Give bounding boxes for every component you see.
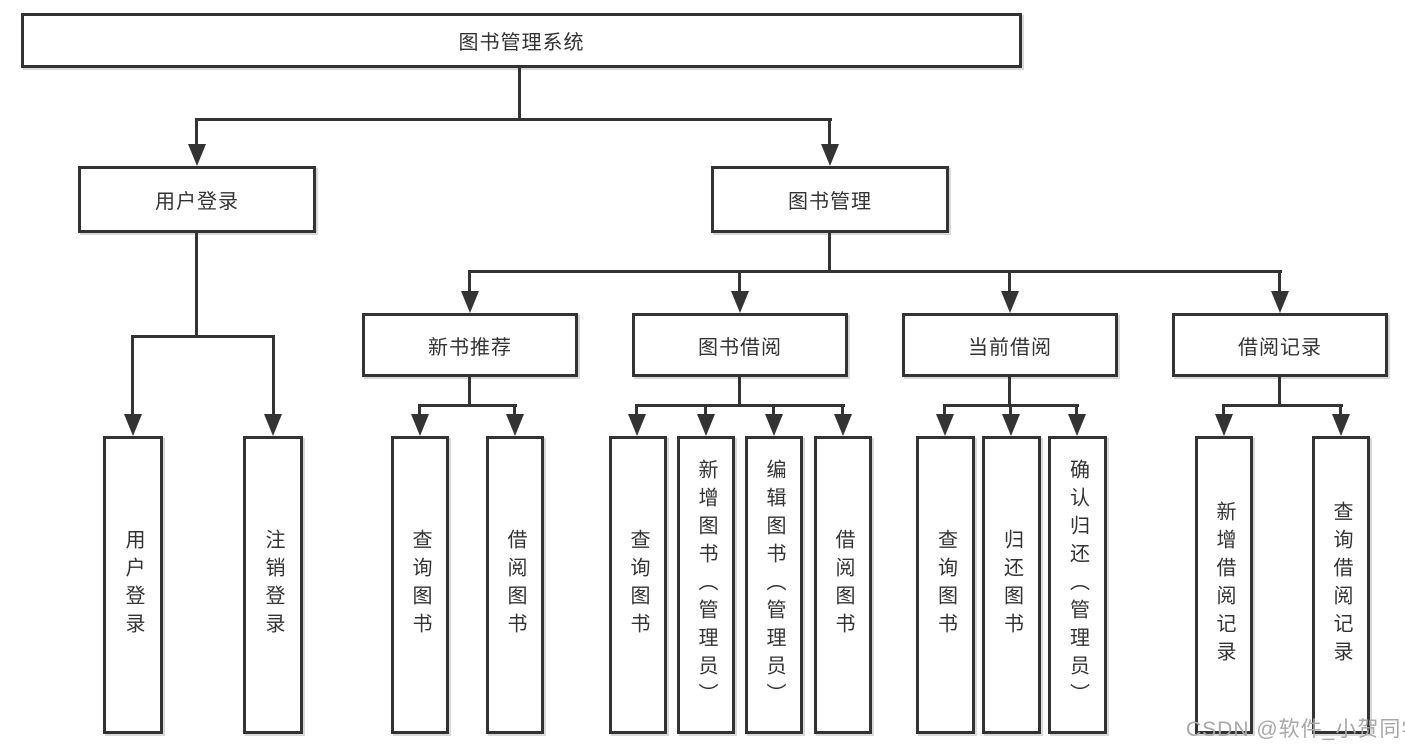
- arrow-down-icon: [821, 144, 839, 166]
- line: [418, 404, 421, 416]
- leaf-query-borrow-record: 查询借阅记录: [1312, 436, 1370, 734]
- csdn-watermark: CSDN @软件_小贺同学: [1186, 718, 1405, 741]
- node-label: 新增借阅记录: [1213, 501, 1235, 669]
- node-label: 查询借阅记录: [1330, 501, 1352, 669]
- line: [195, 118, 832, 121]
- node-label: 新增图书（管理员）: [695, 459, 717, 711]
- line: [1075, 404, 1078, 416]
- arrow-down-icon: [1068, 414, 1086, 436]
- line: [1008, 270, 1011, 293]
- node-label: 借阅记录: [1238, 336, 1322, 359]
- arrow-down-icon: [765, 414, 783, 436]
- line: [195, 233, 198, 337]
- arrow-down-icon: [264, 414, 282, 436]
- line: [468, 377, 471, 406]
- leaf-return-book: 归还图书: [982, 436, 1041, 734]
- arrow-down-icon: [1215, 414, 1233, 436]
- line: [1278, 270, 1281, 293]
- arrow-down-icon: [834, 414, 852, 436]
- line: [772, 404, 775, 416]
- node-label: 注销登录: [262, 529, 284, 641]
- line: [1008, 377, 1011, 406]
- line: [513, 404, 516, 416]
- node-new-book-recommend: 新书推荐: [362, 313, 578, 377]
- line: [635, 404, 845, 407]
- leaf-query-books-recommend: 查询图书: [391, 436, 449, 734]
- line: [131, 335, 134, 416]
- line: [272, 335, 275, 416]
- line: [1339, 404, 1342, 416]
- line: [468, 270, 471, 293]
- leaf-query-books-borrow: 查询图书: [609, 436, 667, 734]
- leaf-logout: 注销登录: [243, 436, 303, 734]
- line: [828, 233, 831, 272]
- node-label: 图书借阅: [698, 336, 782, 359]
- node-label: 用户登录: [122, 529, 144, 641]
- leaf-add-borrow-record: 新增借阅记录: [1195, 436, 1253, 734]
- node-book-borrow: 图书借阅: [632, 313, 848, 377]
- leaf-add-book-admin: 新增图书（管理员）: [677, 436, 735, 734]
- line: [1009, 404, 1012, 416]
- arrow-down-icon: [411, 414, 429, 436]
- line: [828, 118, 831, 146]
- leaf-confirm-return-admin: 确认归还（管理员）: [1048, 436, 1107, 734]
- line: [518, 68, 521, 120]
- line: [1278, 377, 1281, 406]
- arrow-down-icon: [731, 291, 749, 313]
- line: [943, 404, 946, 416]
- line: [131, 335, 275, 338]
- node-label: 编辑图书（管理员）: [763, 459, 785, 711]
- line: [738, 270, 741, 293]
- line: [704, 404, 707, 416]
- node-book-management: 图书管理: [711, 166, 949, 233]
- arrow-down-icon: [1271, 291, 1289, 313]
- leaf-borrow-books-recommend: 借阅图书: [486, 436, 544, 734]
- node-label: 查询图书: [627, 529, 649, 641]
- arrow-down-icon: [628, 414, 646, 436]
- arrow-down-icon: [461, 291, 479, 313]
- node-label: 新书推荐: [428, 336, 512, 359]
- arrow-down-icon: [188, 144, 206, 166]
- node-label: 查询图书: [409, 529, 431, 641]
- line: [418, 404, 517, 407]
- arrow-down-icon: [1332, 414, 1350, 436]
- node-label: 查询图书: [934, 529, 957, 641]
- node-label: 借阅图书: [832, 529, 854, 641]
- line: [195, 118, 198, 146]
- node-label: 确认归还（管理员）: [1066, 459, 1089, 711]
- arrow-down-icon: [124, 414, 142, 436]
- arrow-down-icon: [697, 414, 715, 436]
- node-current-borrow: 当前借阅: [902, 313, 1118, 377]
- arrow-down-icon: [1001, 291, 1019, 313]
- line: [738, 377, 741, 406]
- node-label: 图书管理: [788, 191, 872, 213]
- line: [468, 270, 1282, 273]
- arrow-down-icon: [1002, 414, 1020, 436]
- node-label: 图书管理系统: [458, 32, 585, 54]
- leaf-user-login: 用户登录: [103, 436, 163, 734]
- node-label: 借阅图书: [504, 529, 526, 641]
- line: [1222, 404, 1225, 416]
- node-label: 归还图书: [1000, 529, 1023, 641]
- leaf-edit-book-admin: 编辑图书（管理员）: [745, 436, 803, 734]
- line: [1222, 404, 1343, 407]
- node-root: 图书管理系统: [21, 13, 1022, 68]
- arrow-down-icon: [936, 414, 954, 436]
- line: [635, 404, 638, 416]
- leaf-borrow-books: 借阅图书: [814, 436, 872, 734]
- node-label: 用户登录: [155, 191, 239, 213]
- arrow-down-icon: [506, 414, 524, 436]
- node-label: 当前借阅: [968, 336, 1052, 359]
- leaf-query-books-current: 查询图书: [916, 436, 975, 734]
- node-borrow-records: 借阅记录: [1172, 313, 1388, 377]
- line: [841, 404, 844, 416]
- node-user-login: 用户登录: [78, 166, 316, 233]
